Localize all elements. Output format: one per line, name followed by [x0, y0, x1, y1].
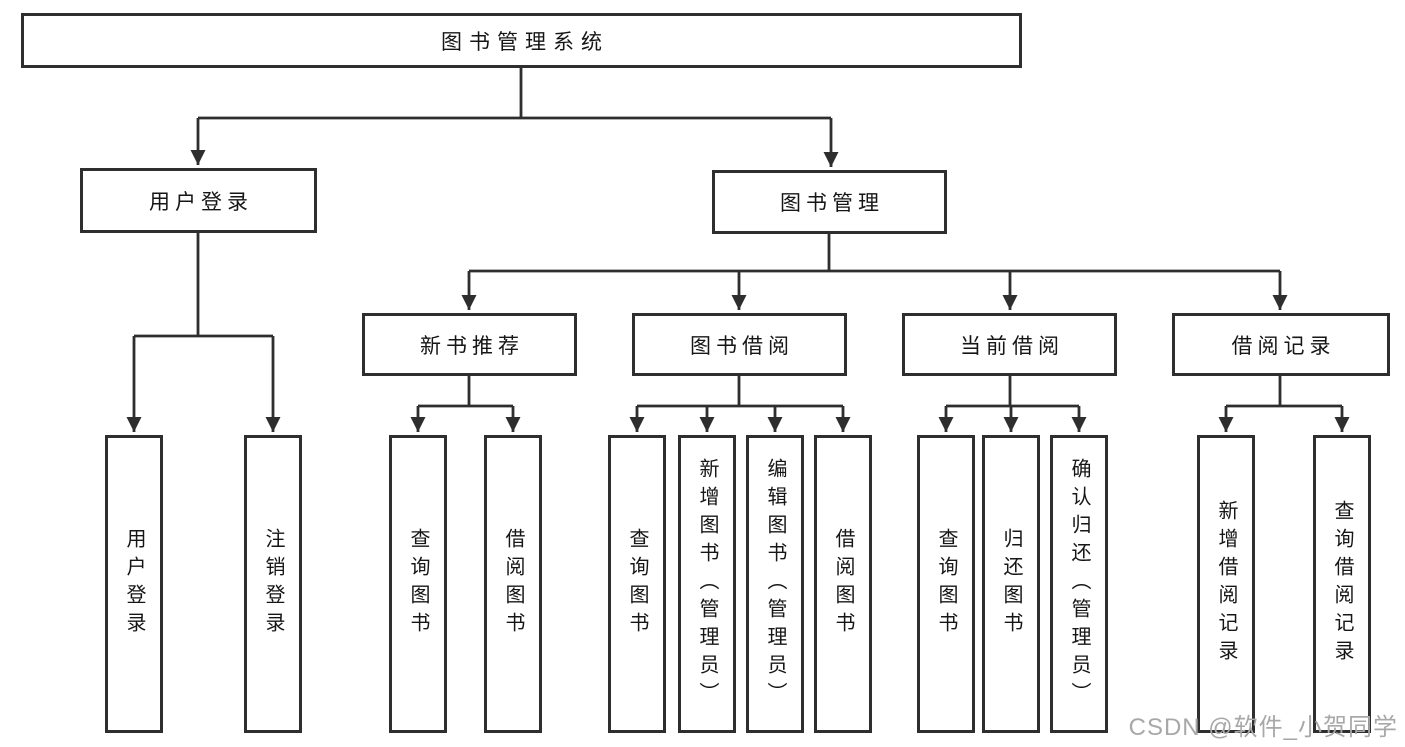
leaf-logout-label: 注销登录 [262, 528, 284, 640]
node-new-book-recommend: 新书推荐 [362, 313, 577, 376]
node-new-book-recommend-label: 新书推荐 [420, 334, 524, 358]
leaf-borrow-books-1-label: 借阅图书 [502, 528, 524, 640]
leaf-edit-books-admin-label: 编辑图书（管理员） [764, 458, 786, 710]
leaf-return-books-label: 归还图书 [1000, 528, 1022, 640]
leaf-logout: 注销登录 [244, 435, 302, 733]
watermark: CSDN @软件_小贺同学 [1128, 714, 1398, 741]
leaf-add-books-admin-label: 新增图书（管理员） [696, 458, 718, 710]
leaf-user-login-label: 用户登录 [123, 528, 145, 640]
node-book-management: 图书管理 [712, 170, 947, 234]
leaf-query-borrow-record: 查询借阅记录 [1313, 435, 1371, 733]
node-root: 图书管理系统 [21, 13, 1022, 68]
leaf-borrow-books-1: 借阅图书 [484, 435, 542, 733]
node-root-label: 图书管理系统 [441, 30, 609, 54]
leaf-query-books-3: 查询图书 [917, 435, 975, 733]
node-user-login-label: 用户登录 [149, 190, 253, 214]
leaf-edit-books-admin: 编辑图书（管理员） [746, 435, 804, 733]
leaf-return-books: 归还图书 [982, 435, 1040, 733]
leaf-confirm-return-admin-label: 确认归还（管理员） [1068, 458, 1090, 710]
leaf-query-books-2: 查询图书 [608, 435, 666, 733]
leaf-borrow-books-2: 借阅图书 [814, 435, 872, 733]
node-current-borrow-label: 当前借阅 [960, 334, 1064, 358]
node-book-management-label: 图书管理 [780, 192, 884, 215]
leaf-confirm-return-admin: 确认归还（管理员） [1050, 435, 1108, 733]
node-user-login: 用户登录 [80, 168, 317, 233]
leaf-query-books-2-label: 查询图书 [626, 528, 648, 640]
leaf-query-books-3-label: 查询图书 [935, 528, 957, 640]
leaf-user-login: 用户登录 [105, 435, 163, 733]
leaf-add-borrow-record-label: 新增借阅记录 [1215, 500, 1237, 668]
leaf-add-borrow-record: 新增借阅记录 [1197, 435, 1255, 733]
node-borrow-records: 借阅记录 [1172, 313, 1390, 376]
node-current-borrow: 当前借阅 [902, 313, 1117, 376]
leaf-query-borrow-record-label: 查询借阅记录 [1331, 500, 1353, 668]
node-borrow-records-label: 借阅记录 [1231, 334, 1336, 358]
leaf-query-books-1-label: 查询图书 [407, 528, 429, 640]
node-book-borrow-label: 图书借阅 [690, 334, 794, 358]
leaf-borrow-books-2-label: 借阅图书 [832, 528, 854, 640]
leaf-query-books-1: 查询图书 [389, 435, 447, 733]
node-book-borrow: 图书借阅 [632, 313, 847, 376]
leaf-add-books-admin: 新增图书（管理员） [678, 435, 736, 733]
